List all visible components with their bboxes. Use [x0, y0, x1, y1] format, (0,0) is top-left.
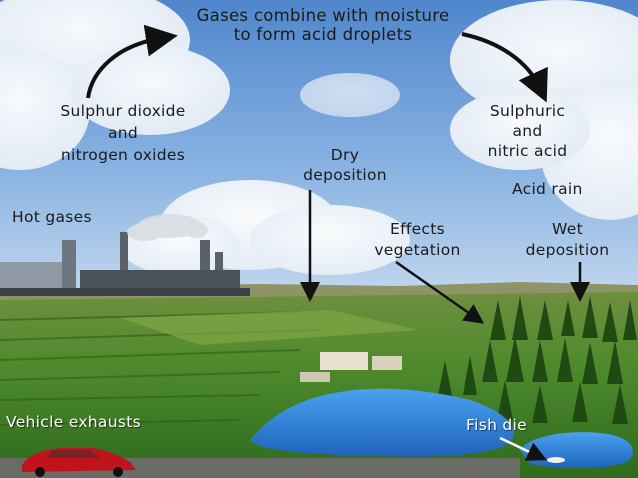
label-sulphur-line3: nitrogen oxides [60, 146, 186, 164]
red-car [22, 448, 136, 477]
curved-arrow-right [461, 32, 548, 103]
label-wet-line2: deposition [525, 241, 610, 259]
village [300, 352, 402, 382]
curved-arrow-left [86, 24, 178, 99]
fish-die-arrow [499, 436, 548, 461]
dead-fish [547, 457, 565, 463]
label-hot-gases: Hot gases [12, 208, 92, 226]
label-wet-line1: Wet [552, 220, 583, 238]
factory [0, 232, 250, 296]
label-effects-line1: Effects [389, 220, 446, 238]
label-dry-line1: Dry [330, 146, 360, 164]
label-effects-line2: vegetation [374, 241, 461, 259]
light-field [120, 310, 420, 345]
label-vehicle-exhausts: Vehicle exhausts [6, 413, 141, 431]
label-gases-combine-line1: Gases combine with moisture [196, 6, 450, 25]
label-fish-die: Fish die [466, 416, 528, 434]
label-acid-rain: Acid rain [512, 180, 583, 198]
label-sulphur-line2: and [107, 124, 139, 142]
label-sulphuric-line2: and [512, 122, 543, 140]
label-sulphuric-line3: nitric acid [487, 142, 568, 160]
effects-vegetation-arrow [395, 260, 485, 324]
clouds [0, 0, 638, 275]
smoke-plumes [127, 214, 208, 241]
label-sulphuric-line1: Sulphuric [489, 102, 566, 120]
label-sulphur-line1: Sulphur dioxide [60, 102, 186, 120]
lake [250, 388, 514, 457]
label-dry-line2: deposition [303, 166, 387, 184]
conifer-trees [438, 296, 637, 424]
label-gases-combine-line2: to form acid droplets [233, 25, 413, 44]
